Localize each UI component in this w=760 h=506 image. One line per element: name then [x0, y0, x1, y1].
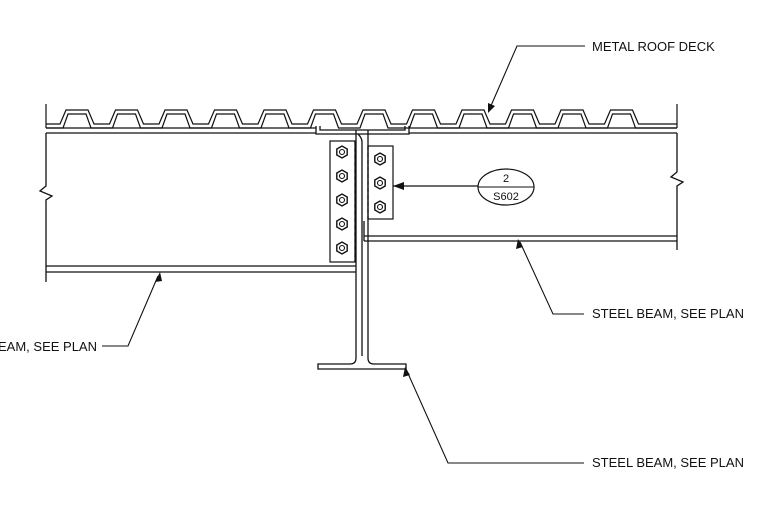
- bolt-head-icon: [374, 176, 386, 190]
- bolt-shank-icon: [376, 203, 384, 211]
- bolt-head-icon: [336, 241, 348, 255]
- bolt-shank-icon: [338, 172, 346, 180]
- bolt-shank-icon: [338, 148, 346, 156]
- bolt-head-icon: [336, 169, 348, 183]
- bolt-head-icon: [336, 217, 348, 231]
- arrowhead-icon: [393, 182, 404, 190]
- bolt-head-icon: [374, 152, 386, 166]
- right-beam-label: STEEL BEAM, SEE PLAN: [592, 306, 744, 321]
- detail-callout: 2 S602: [393, 168, 535, 206]
- arrowhead-icon: [516, 239, 523, 249]
- bolt-head-icon: [336, 193, 348, 207]
- arrowhead-icon: [488, 103, 495, 113]
- right-beam-break-line: [669, 133, 685, 250]
- bolt-shank-icon: [338, 196, 346, 204]
- bolt-shank-icon: [376, 179, 384, 187]
- left-shear-plate: [329, 140, 356, 263]
- girder-leader: [405, 368, 584, 464]
- steel-girder-section: [315, 126, 410, 370]
- left-beam-label: EAM, SEE PLAN: [0, 339, 97, 354]
- bolt-head-icon: [336, 145, 348, 159]
- right-beam-leader: [519, 241, 584, 315]
- shear-tab-connection: [329, 140, 394, 263]
- left-beam-break-line: [38, 133, 54, 282]
- bolt-head-icon: [374, 200, 386, 214]
- left-steel-beam: [38, 127, 356, 282]
- right-steel-beam: [363, 127, 685, 250]
- bolt-group: [336, 145, 386, 255]
- bolt-shank-icon: [376, 155, 384, 163]
- deck-leader: [489, 45, 585, 109]
- annotations: [102, 45, 585, 464]
- deck-profile-top: [46, 109, 677, 125]
- left-beam-leader: [102, 275, 159, 347]
- metal-roof-deck: [45, 104, 678, 129]
- girder-label: STEEL BEAM, SEE PLAN: [592, 455, 744, 470]
- detail-sheet: S602: [493, 191, 519, 203]
- bolt-shank-icon: [338, 220, 346, 228]
- deck-label: METAL ROOF DECK: [592, 39, 715, 54]
- detail-number: 2: [503, 173, 509, 185]
- arrowhead-icon: [155, 272, 162, 282]
- arrowhead-icon: [403, 367, 410, 377]
- bolt-shank-icon: [338, 244, 346, 252]
